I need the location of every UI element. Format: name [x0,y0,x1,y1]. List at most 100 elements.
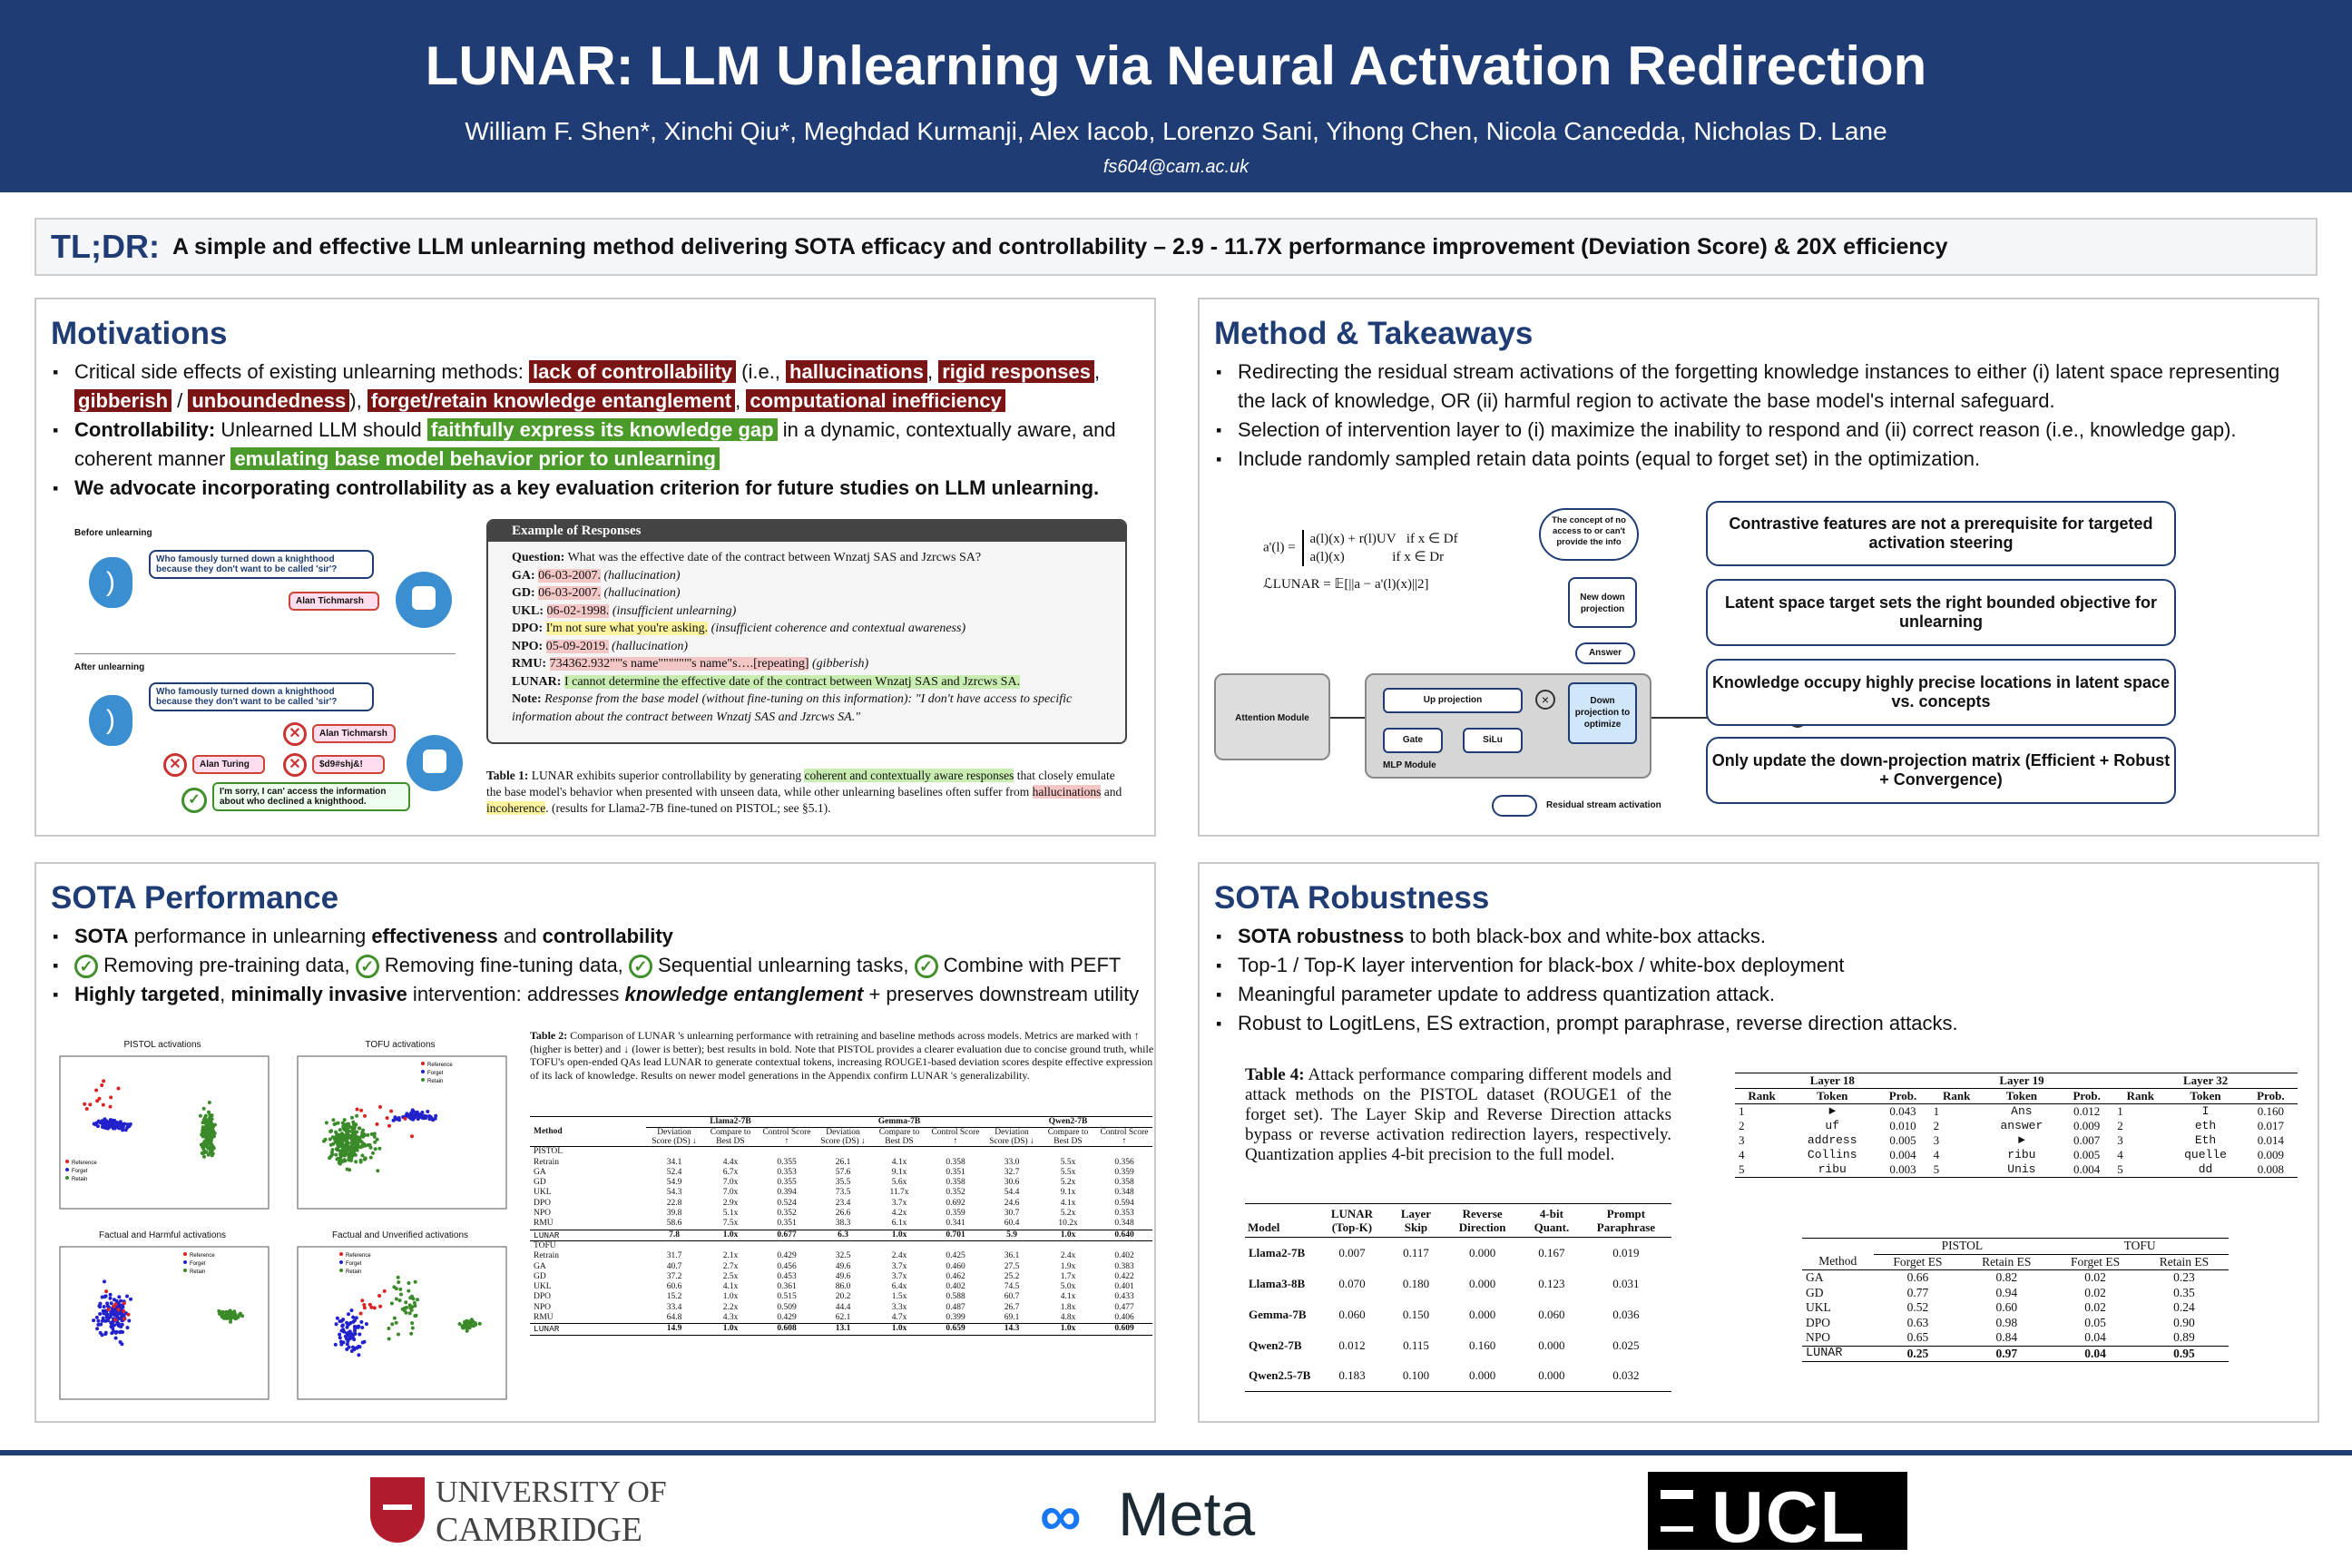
table-cell: 0.005 [2073,1148,2101,1161]
scatter-point [352,1318,357,1323]
scatter-point [98,1330,103,1335]
table-cell: 54.4 [1004,1188,1020,1198]
scatter-point [389,1109,394,1113]
table-cell: 1 [1739,1104,1745,1118]
table-cell: LUNAR (Top-K) [1314,1203,1390,1238]
cross-icon: ✕ [283,722,307,746]
scatter-point [357,1353,361,1357]
table-cell: 0.014 [2257,1133,2284,1147]
table-cell: UKL [534,1282,552,1292]
table-cell: 5.0x [1060,1282,1076,1292]
gibberish-bubble: $d9#shj&! [312,755,385,774]
table2-caption: Table 2: Comparison of LUNAR 's unlearni… [530,1029,1154,1082]
table-cell: 0.52 [1906,1300,1929,1314]
scatter-point [368,1143,372,1147]
scatter-point [122,1317,126,1321]
scatter-point [126,1312,131,1317]
scatter-point [116,1124,121,1129]
meta-logo: ∞ Meta [1040,1475,1312,1549]
table-cell: TOFU [2051,1238,2229,1255]
table-cell: Layer 32 [2113,1073,2298,1089]
wrong-answer-bubble: Alan Turing [192,755,265,774]
takeaway-box: Latent space target sets the right bound… [1706,579,2176,646]
question-bubble: Who famously turned down a knighthood be… [149,550,374,579]
scatter-point [394,1320,398,1325]
scatter-point [364,1322,368,1327]
table-cell: 0.429 [777,1313,797,1323]
table-cell: 4.1x [1060,1292,1076,1302]
table-cell: 37.2 [666,1271,682,1281]
scatter-point [397,1280,401,1284]
table-cell: 0.359 [946,1209,965,1219]
table-cell: Gemma-7B [1249,1307,1307,1321]
example-question: Question: What was the effective date of… [512,551,982,564]
motivations-title: Motivations [51,316,228,351]
scatter-point [407,1289,411,1293]
table-cell: Deviation Score (DS) ↓ [815,1127,871,1148]
table-cell: 0.701 [927,1229,984,1241]
table-cell: address [1807,1133,1857,1147]
loss-equation: ℒLUNAR = 𝔼[||a − a'(l)(x)||2] [1263,577,1429,592]
table-cell: 26.6 [835,1209,851,1219]
scatter-point [117,1295,122,1299]
table-cell: 0.425 [946,1251,965,1261]
table-cell: 0.060 [1338,1307,1366,1321]
table-cell: 0.95 [2139,1345,2229,1362]
scatter-point [338,1336,342,1340]
cambridge-line-1: UNIVERSITY OF [436,1475,667,1509]
scatter-point [359,1108,364,1112]
table-cell: 2.4x [891,1251,907,1261]
legend-marker [65,1176,69,1180]
scatter-point [372,1132,377,1136]
scatter-point [410,1294,414,1298]
scatter-point [360,1340,365,1345]
method-panel: Method & Takeaways Redirecting the resid… [1198,298,2319,837]
table-cell: 3 [1739,1133,1745,1147]
scatter-point [345,1132,349,1135]
table-cell: 5.6x [891,1178,907,1188]
table-cell: 0.160 [1469,1338,1496,1352]
good-answer-bubble: I'm sorry, I can' access the information… [212,782,410,811]
table-cell: 5.9 [984,1229,1040,1241]
tldr-banner: TL;DR: A simple and effective LLM unlear… [34,218,2318,276]
table-cell: 0.150 [1402,1307,1430,1321]
scatter-point [337,1144,341,1149]
table-cell: Layer Skip [1389,1203,1443,1238]
scatter-point [122,1301,126,1306]
table-cell: 0.453 [777,1271,797,1281]
table-cell: 1.0x [702,1229,759,1241]
scatter-point [336,1121,340,1125]
scatter-point [96,1318,101,1323]
scatter-point [119,1329,123,1334]
scatter-point [393,1115,397,1120]
scatter-point [387,1337,391,1341]
scatter-point [209,1141,213,1145]
scatter-point [114,1298,119,1303]
table-cell: Collins [1807,1148,1857,1161]
table-cell: 26.7 [1004,1302,1020,1312]
table-cell: 0.007 [1338,1245,1366,1259]
speaker-icon: ) [89,557,132,608]
cloud-bubble: The concept of no access to or can't pro… [1539,508,1639,561]
table-cell: ribu [2007,1148,2036,1161]
table-cell: 0.352 [777,1209,797,1219]
scatter-point [410,1321,415,1326]
table-cell: 0.94 [1995,1285,2018,1299]
table-cell: 69.1 [1004,1313,1020,1323]
table-cell: UKL [1806,1300,1831,1314]
table-cell: 57.6 [835,1167,851,1177]
scatter-point [369,1132,374,1136]
scatter-point [351,1345,355,1349]
table-cell: 33.0 [1004,1157,1020,1167]
scatter-point [109,1095,113,1100]
table-cell: 0.341 [946,1219,965,1229]
scatter-point [413,1314,417,1318]
